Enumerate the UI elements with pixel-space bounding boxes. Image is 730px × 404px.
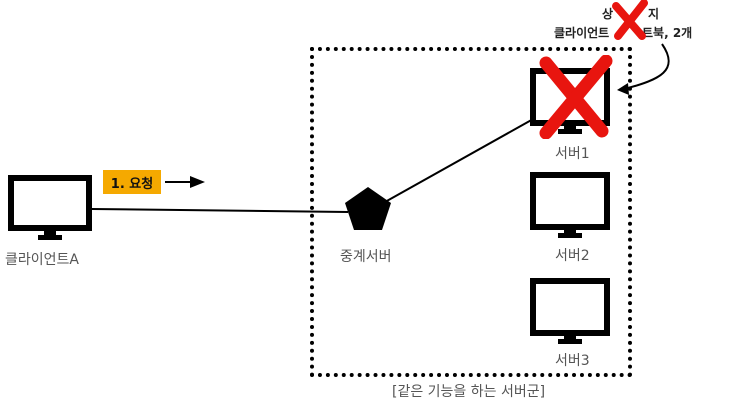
proxy-server1-line [384, 117, 536, 203]
note-line1-start: 상 [602, 7, 614, 21]
note-line2-start: 클라이언트 [554, 26, 610, 40]
request-arrow-head [190, 176, 205, 188]
client-label: 클라이언트A [5, 252, 79, 268]
note-line1-end: 지 [648, 7, 660, 21]
note-arrow-head [617, 83, 629, 95]
server3-monitor-icon [530, 278, 610, 344]
server3-label: 서버3 [555, 353, 590, 369]
server1-label: 서버1 [555, 146, 590, 162]
server2-monitor-icon [530, 172, 610, 238]
proxy-server-icon [345, 187, 391, 230]
server2-label: 서버2 [555, 248, 590, 264]
server1-failed-cross-icon [539, 55, 613, 139]
group-label: [같은 기능을 하는 서버군] [392, 384, 546, 400]
client-monitor-icon [8, 175, 92, 240]
proxy-label: 중계서버 [340, 249, 392, 265]
note-line2-end: 트북, 2개 [642, 26, 693, 40]
note-arrow [623, 43, 670, 90]
note-cross-icon [612, 0, 648, 40]
request-badge: 1. 요청 [103, 170, 161, 194]
client-proxy-line [91, 208, 349, 213]
server-group-box [310, 47, 632, 377]
